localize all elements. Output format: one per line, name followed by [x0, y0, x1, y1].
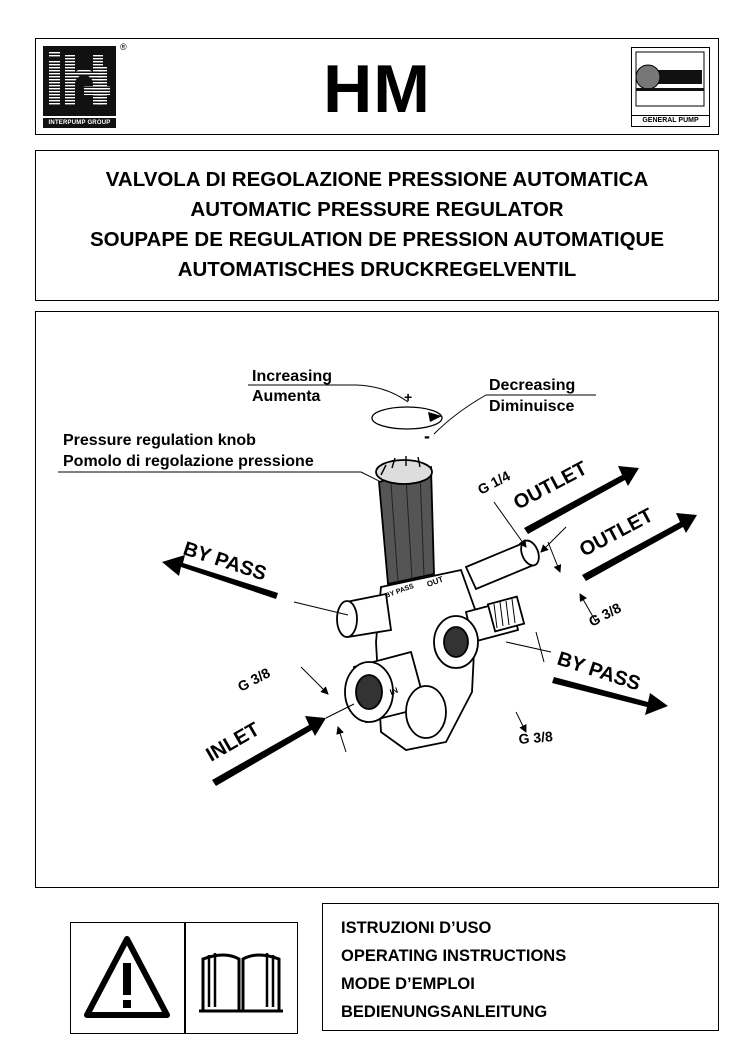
instructions-french: MODE D’EMPLOI [341, 975, 475, 993]
title-english: AUTOMATIC PRESSURE REGULATOR [190, 198, 564, 221]
bypass-arrow-right [552, 677, 668, 715]
label-outlet-top: OUTLET [510, 457, 591, 514]
label-increasing: Increasing [252, 368, 332, 385]
interpump-logo: INTERPUMP GROUP [43, 46, 116, 128]
label-g38-right: G 3/8 [586, 599, 624, 629]
outlet-arrow-right [582, 513, 697, 581]
title-german: AUTOMATISCHES DRUCKREGELVENTIL [177, 258, 577, 281]
open-book-icon [199, 953, 283, 1013]
general-pump-mark-icon [635, 51, 705, 107]
rotation-arrow [371, 406, 443, 430]
body-label-in: IN [389, 686, 400, 697]
general-pump-logo: GENERAL PUMP [631, 47, 710, 127]
label-knob-en: Pressure regulation knob [63, 432, 256, 449]
instructions-english: OPERATING INSTRUCTIONS [341, 947, 567, 965]
label-decreasing: Decreasing [489, 377, 575, 394]
registered-mark: ® [120, 42, 127, 52]
instructions-block: ISTRUZIONI D’USO OPERATING INSTRUCTIONS … [322, 903, 719, 1031]
label-outlet-right: OUTLET [576, 504, 657, 561]
symbols-block [70, 922, 298, 1034]
valve-body [336, 539, 540, 751]
label-g38-bottom: G 3/8 [518, 728, 554, 747]
bypass-arrow-left [162, 555, 278, 599]
model-title: HM [323, 51, 431, 127]
outlet-arrow-top [524, 466, 639, 534]
title-block: VALVOLA DI REGOLAZIONE PRESSIONE AUTOMAT… [35, 150, 719, 301]
interpump-mark-icon [43, 46, 116, 116]
label-knob-it: Pomolo di regolazione pressione [63, 453, 314, 470]
leader-decreasing-curve [433, 394, 487, 435]
rotation-arrowhead-icon [428, 412, 442, 422]
leader-increasing-curve [355, 384, 409, 403]
inlet-arrow [212, 716, 326, 786]
header: INTERPUMP GROUP ® HM GENERAL PUMP [35, 38, 719, 135]
label-g38-left: G 3/8 [235, 664, 273, 694]
valve-illustration: Increasing Aumenta + Decreasing Diminuis… [58, 368, 697, 786]
general-pump-caption: GENERAL PUMP [632, 115, 709, 124]
instructions-italian: ISTRUZIONI D’USO [341, 919, 492, 937]
label-plus: + [404, 389, 412, 405]
label-minus: - [424, 426, 430, 446]
label-g14: G 1/4 [475, 467, 513, 497]
label-bypass-right: BY PASS [554, 648, 643, 695]
label-aumenta: Aumenta [252, 388, 321, 405]
title-french: SOUPAPE DE REGULATION DE PRESSION AUTOMA… [89, 228, 665, 251]
label-diminuisce: Diminuisce [489, 398, 574, 415]
title-italian: VALVOLA DI REGOLAZIONE PRESSIONE AUTOMAT… [105, 168, 649, 191]
valve-diagram: Increasing Aumenta + Decreasing Diminuis… [35, 311, 719, 888]
symbols-divider [184, 923, 186, 1033]
warning-triangle-icon [84, 936, 170, 1018]
regulation-knob [375, 456, 435, 586]
interpump-caption: INTERPUMP GROUP [43, 118, 116, 128]
instructions-german: BEDIENUNGSANLEITUNG [341, 1003, 548, 1021]
